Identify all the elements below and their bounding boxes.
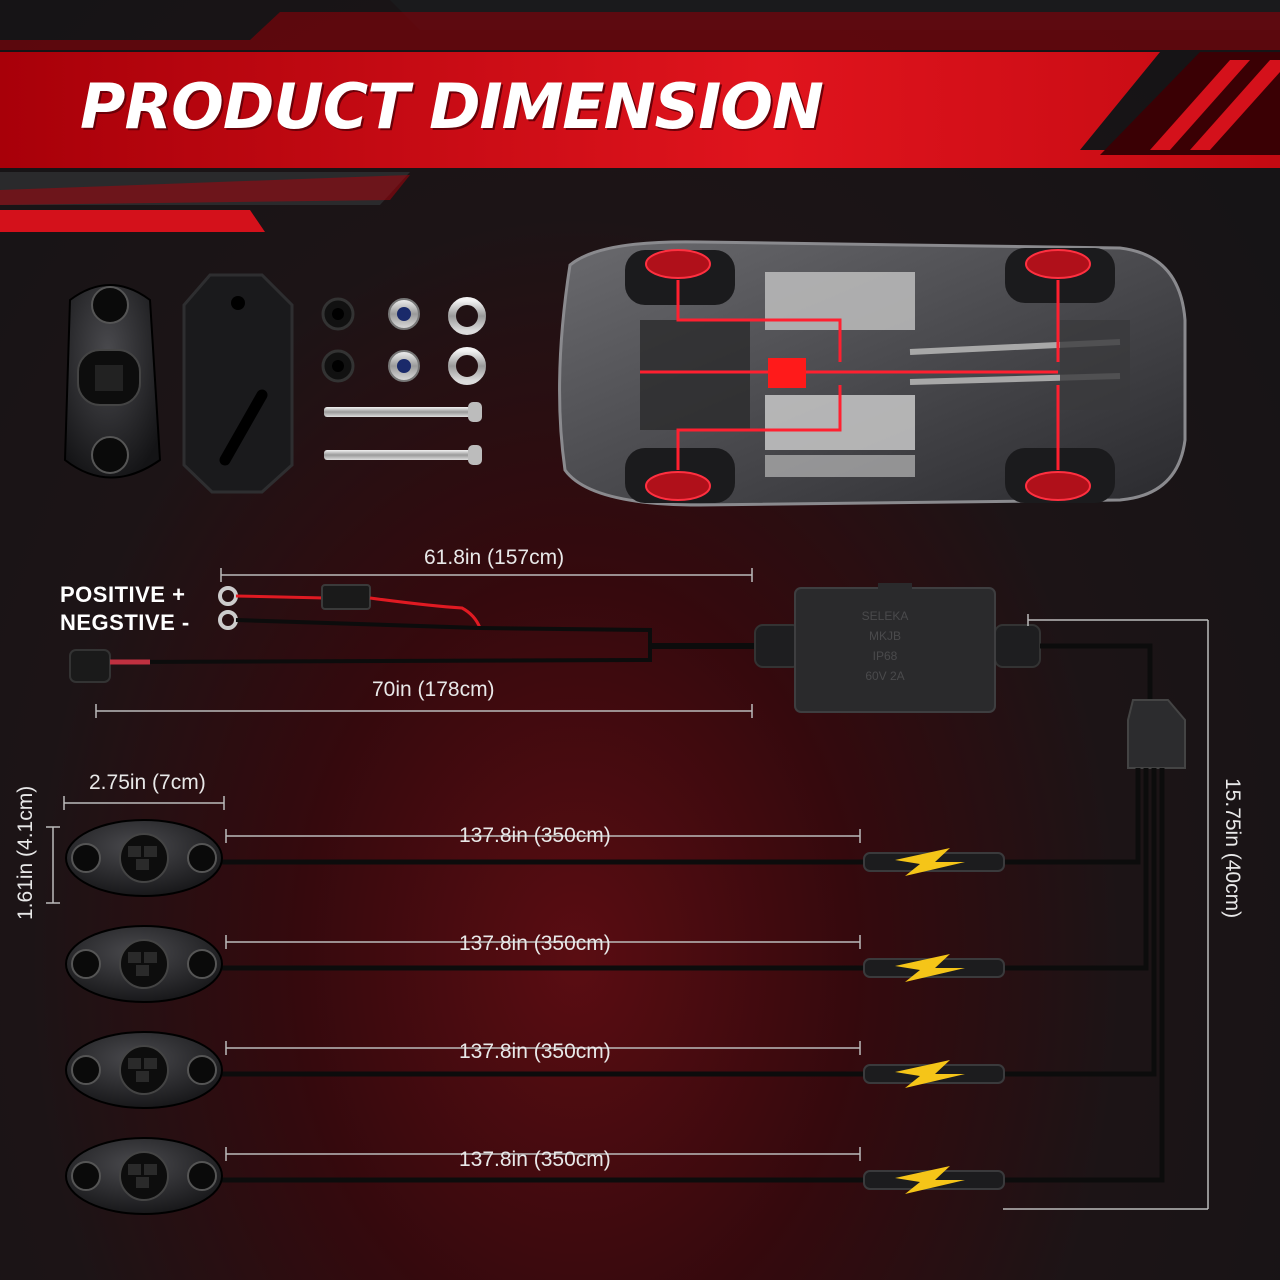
cable-length-label-2: 137.8in (350cm): [459, 932, 611, 955]
pod-lens: [119, 939, 169, 989]
harness-top-length: 61.8in (157cm): [424, 546, 565, 569]
pod-width-label: 2.75in (7cm): [89, 771, 206, 794]
pod-mount-hole: [71, 843, 101, 873]
pod-mount-hole: [71, 949, 101, 979]
pod-mount-hole: [187, 949, 217, 979]
pod-mount-hole: [71, 1055, 101, 1085]
positive-label: POSITIVE +: [60, 582, 186, 607]
pod-led-chip: [136, 965, 149, 976]
splitter-lead: [1000, 768, 1141, 865]
pod-led-chip: [128, 846, 141, 857]
pod-led-chip: [128, 952, 141, 963]
pod-lens: [119, 1151, 169, 1201]
pod-row-1: [65, 768, 1141, 897]
pod-mount-hole: [187, 1161, 217, 1191]
cable-length-label-4: 137.8in (350cm): [459, 1148, 611, 1171]
connector-bolt-icon: [895, 848, 965, 876]
splitter-lead: [1000, 768, 1149, 971]
pod-led-chip: [136, 1177, 149, 1188]
connector-bolt-icon: [895, 1060, 965, 1088]
controller-box: SELEKA MKJB IP68 60V 2A: [754, 583, 1041, 713]
pod-lens: [119, 1045, 169, 1095]
controller-voltage-text: 60V 2A: [865, 669, 904, 683]
rock-light-pods: [65, 768, 1165, 1215]
pod-led-chip: [128, 1058, 141, 1069]
splitter-lead: [1000, 768, 1157, 1077]
cable-length-label-3: 137.8in (350cm): [459, 1040, 611, 1063]
controller-brand-text: SELEKA: [862, 609, 909, 623]
pod-row-2: [65, 768, 1149, 1003]
pod-led-chip: [144, 1164, 157, 1175]
controller-model-text: MKJB: [869, 629, 901, 643]
pod-led-chip: [128, 1164, 141, 1175]
rock-light-pod-side: [63, 284, 162, 479]
header-banner: [0, 0, 1280, 232]
pod-row-3: [65, 768, 1157, 1109]
mounting-bracket: [182, 273, 294, 494]
controller-rating-text: IP68: [873, 649, 898, 663]
page-title: PRODUCT DIMENSION: [80, 70, 824, 143]
splitter-lead: [1000, 768, 1165, 1183]
negative-label: NEGSTIVE -: [60, 610, 190, 635]
power-harness: [69, 568, 760, 718]
pod-led-chip: [136, 859, 149, 870]
pod-mount-hole: [187, 843, 217, 873]
splitter-length-label: 15.75in (40cm): [1221, 778, 1244, 919]
cable-length-label-1: 137.8in (350cm): [459, 824, 611, 847]
pod-led-chip: [136, 1071, 149, 1082]
pod-mount-hole: [187, 1055, 217, 1085]
connector-bolt-icon: [895, 1166, 965, 1194]
pod-led-chip: [144, 846, 157, 857]
pod-height-label: 1.61in (4.1cm): [14, 785, 37, 920]
pod-led-chip: [144, 952, 157, 963]
pod-row-4: [65, 768, 1165, 1215]
pod-dimension-marks: [46, 796, 225, 904]
pod-lens: [119, 833, 169, 883]
pod-mount-hole: [71, 1161, 101, 1191]
hardware-kit: [321, 297, 486, 465]
pod-led-chip: [144, 1058, 157, 1069]
connector-bolt-icon: [895, 954, 965, 982]
harness-bottom-length: 70in (178cm): [372, 678, 495, 701]
splitter: [1003, 614, 1209, 1210]
car-underbody: [558, 240, 1187, 507]
